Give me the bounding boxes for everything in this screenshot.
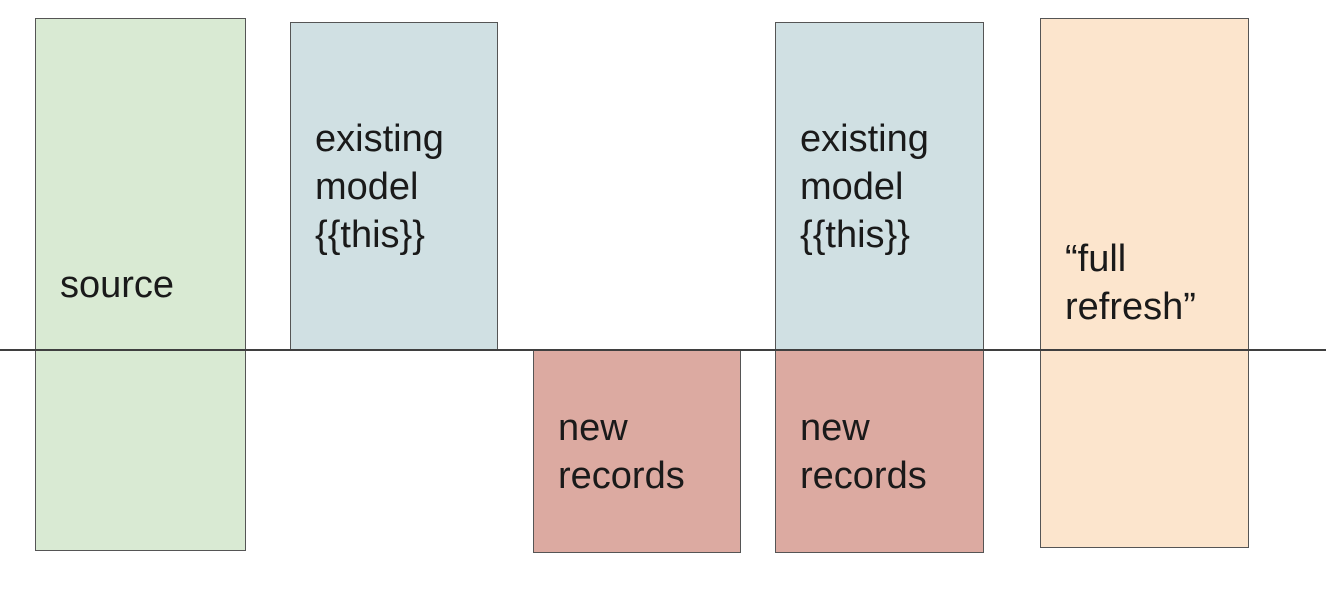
new-records-box-right: new records [775,350,984,553]
new-records-box-left: new records [533,350,741,553]
existing-model-box-left: existing model {{this}} [290,22,498,351]
source-box: source [35,18,246,551]
full-refresh-label: “full refresh” [1065,238,1196,328]
existing-model-label-right: existing model {{this}} [800,117,929,256]
new-records-label-right: new records [800,406,927,497]
source-label: source [60,263,175,306]
existing-model-label-left: existing model {{this}} [315,117,444,256]
existing-model-box-right: existing model {{this}} [775,22,984,351]
new-records-label-left: new records [558,406,685,497]
full-refresh-box: “full refresh” [1040,18,1249,548]
timeline-divider [0,349,1326,351]
